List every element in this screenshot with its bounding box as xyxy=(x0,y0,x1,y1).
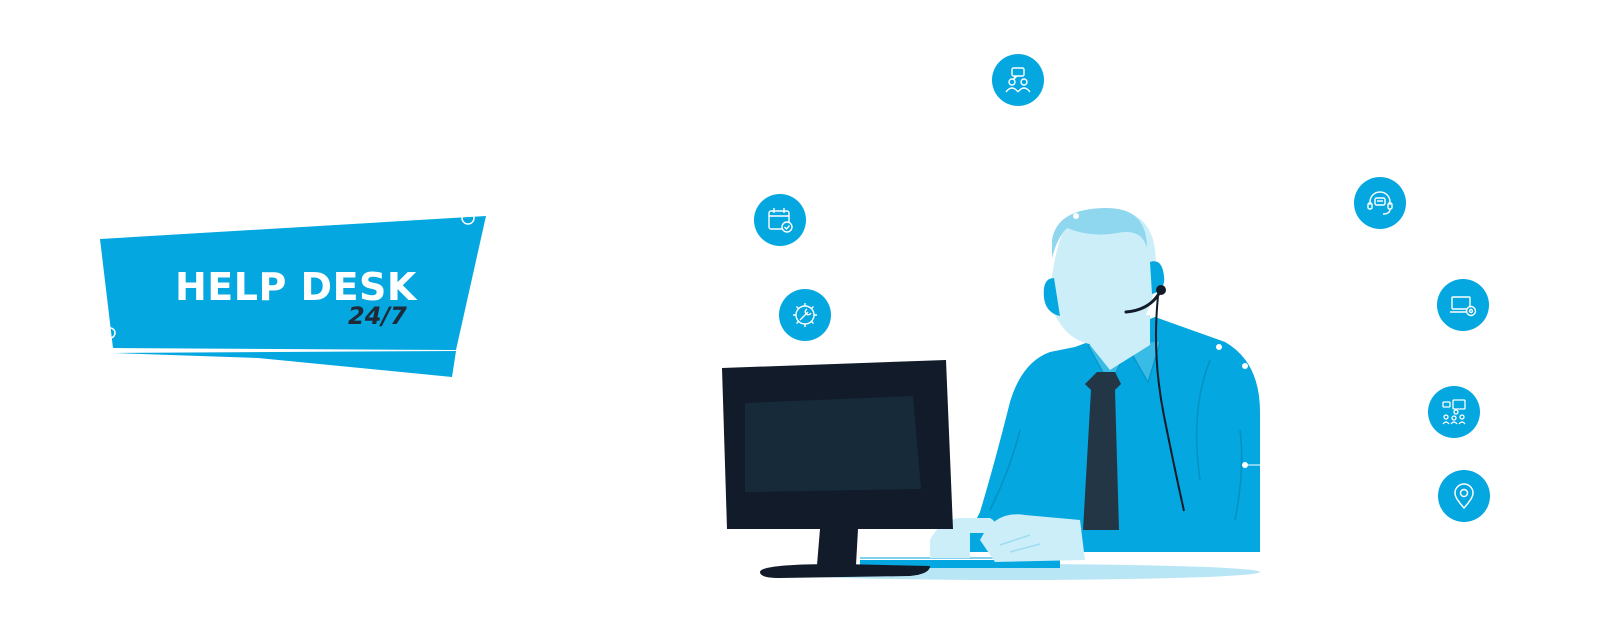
banner-shape xyxy=(100,211,486,377)
meeting-chat-icon xyxy=(992,54,1044,106)
calendar-check-icon xyxy=(754,194,806,246)
location-pin-icon xyxy=(1438,470,1490,522)
banner-subtitle: 24/7 xyxy=(348,302,407,330)
team-presentation-icon xyxy=(1428,386,1480,438)
computer-monitor xyxy=(722,360,953,578)
headset-mic xyxy=(1124,288,1163,314)
agent-tie xyxy=(1083,372,1121,530)
headset-chat-icon xyxy=(1354,177,1406,229)
agent-hair xyxy=(1052,208,1147,258)
banner-title: HELP DESK xyxy=(175,265,417,309)
help-desk-banner: HELP DESK 24/7 xyxy=(0,0,520,420)
agent-right-hand xyxy=(980,514,1085,562)
laptop-settings-icon xyxy=(1437,279,1489,331)
wrench-gear-icon xyxy=(779,289,831,341)
help-desk-agent-illustration xyxy=(720,200,1310,600)
agent-ear xyxy=(1043,278,1060,316)
headset-cable xyxy=(1155,295,1185,512)
